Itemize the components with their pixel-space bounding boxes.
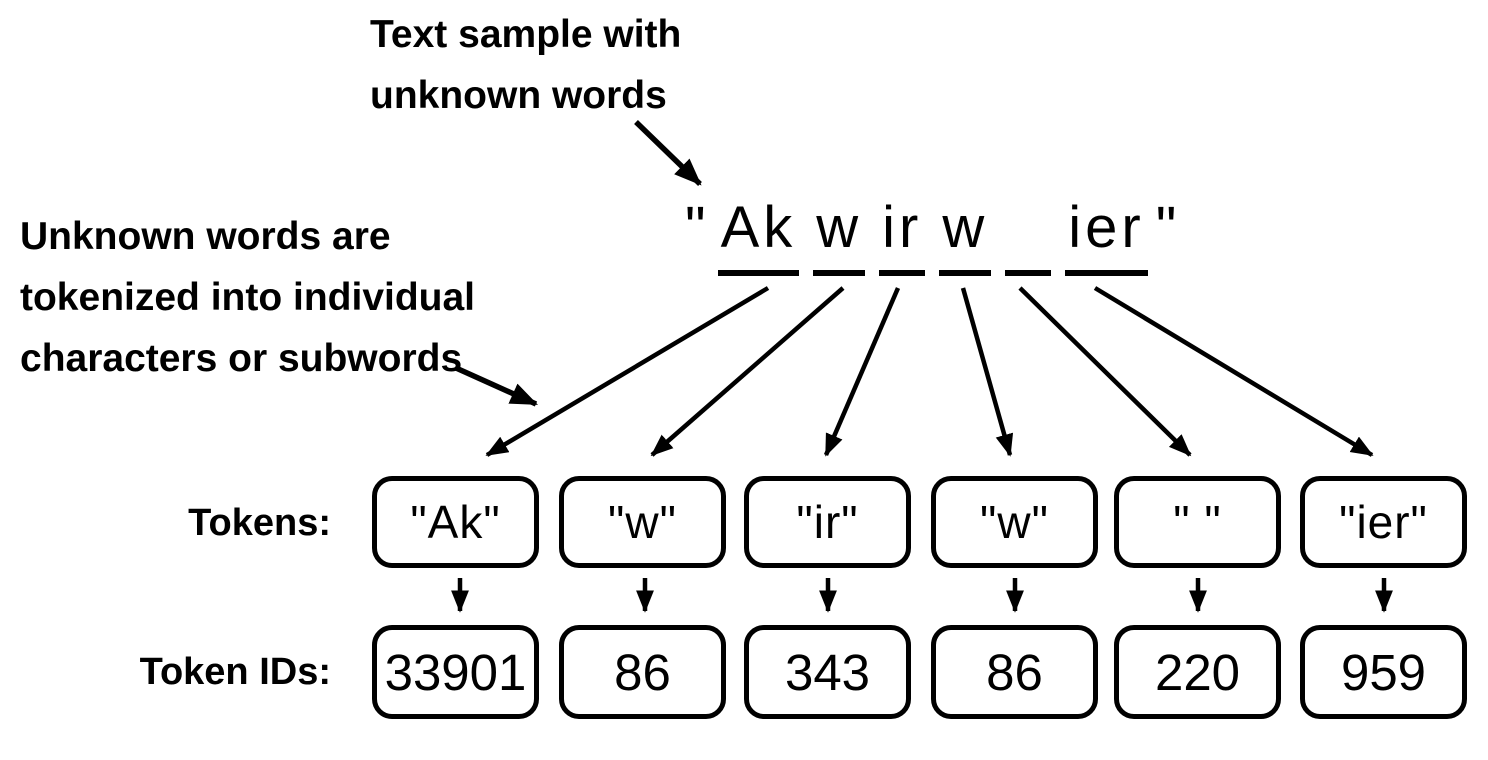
top-annotation-line-1: Text sample with [370,13,682,56]
token-box-3: "ir" [744,476,911,568]
sample-segment-ak: Ak [717,194,800,276]
sample-segment-space [1005,194,1052,276]
left-annotation: Unknown words are tokenized into individ… [20,206,475,389]
token-id-box-3: 343 [744,625,911,719]
token-id-box-4: 86 [931,625,1098,719]
token-ids-label: Token IDs: [139,651,331,693]
fan-arrow-1 [485,286,770,457]
close-quote: " [1155,195,1181,260]
token-id-box-5: 220 [1114,625,1281,719]
tokens-label: Tokens: [188,502,331,544]
sample-segment-ir: ir [879,194,926,276]
left-annotation-line-2: tokenized into individual [20,276,476,319]
token-box-4: "w" [931,476,1098,568]
sample-segment-w1: w [813,194,866,276]
token-box-6: "ier" [1300,476,1467,568]
left-annotation-line-1: Unknown words are [20,215,391,258]
token-box-5: " " [1114,476,1281,568]
open-quote: " [685,195,710,260]
left-annotation-line-3: characters or subwords [20,337,463,380]
token-id-box-1: 33901 [372,625,539,719]
top-annotation-line-2: unknown words [370,74,667,117]
fan-arrow-3 [823,287,901,457]
fan-arrow-5 [1018,286,1192,457]
fan-arrow-4 [960,287,1014,457]
sample-segment-ier: ier [1065,194,1148,276]
token-box-1: "Ak" [372,476,539,568]
sample-segment-w2: w [939,194,992,276]
top-note-arrow [634,120,702,186]
token-box-2: "w" [559,476,726,568]
token-id-box-2: 86 [559,625,726,719]
fan-arrow-6 [1093,286,1374,457]
token-id-box-6: 959 [1300,625,1467,719]
top-annotation: Text sample with unknown words [370,4,681,126]
fan-arrow-2 [650,286,845,457]
